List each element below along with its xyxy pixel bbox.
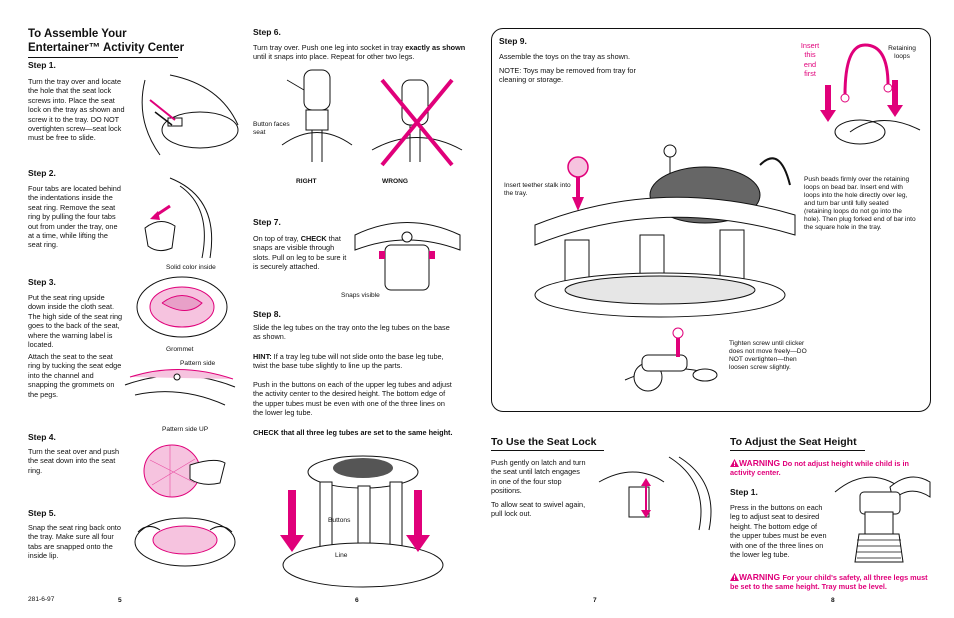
p6-step6-text-pre: Turn tray over. Push one leg into socket… [253, 43, 406, 52]
bead-bar-illustration [820, 43, 921, 145]
seat-lock-text1: Push gently on latch and turn the seat u… [491, 458, 586, 496]
page-number-8: 8 [831, 597, 835, 604]
seat-lock-title: To Use the Seat Lock [491, 436, 597, 448]
page-number-6: 6 [355, 597, 359, 604]
p5-step4-text: Turn the seat over and push the seat dow… [28, 447, 119, 475]
warning-triangle-icon [730, 459, 739, 467]
warning2-label: WARNING [730, 572, 782, 582]
p8-step1-text: Press in the buttons on each leg to adju… [730, 503, 827, 560]
height-adjust-illustration [280, 455, 444, 588]
grommet-caption: Grommet [166, 346, 194, 353]
p8-step1-label: Step 1. [730, 487, 758, 497]
p5-step2-label: Step 2. [28, 168, 56, 178]
warning2-word: WARNING [739, 572, 781, 582]
warning2-text: For your child's safety, all three legs … [730, 573, 928, 592]
seat-lock-title-rule [491, 450, 604, 451]
p6-step6-text-post: until it snaps into place. Repeat for ot… [253, 52, 415, 62]
seat-lock-use-illustration [598, 456, 712, 531]
p5-step5-text: Snap the seat ring back onto the tray. M… [28, 523, 121, 561]
warning-triangle-icon [730, 573, 739, 581]
teether-caption: Insert teether stalk into the tray. [504, 182, 571, 197]
beads-caption: Push beads firmly over the retaining loo… [804, 176, 916, 231]
page5-title: To Assemble Your Entertainer™ Activity C… [28, 27, 238, 55]
snap-ring-illustration [134, 517, 236, 567]
seat-pattern-illustration [143, 444, 226, 498]
page-number-7: 7 [593, 597, 597, 604]
warning2-block: WARNING For your child's safety, all thr… [730, 572, 930, 592]
insert-first-line3: end [803, 59, 817, 69]
p7-step9-label: Step 9. [499, 36, 527, 46]
right-label: RIGHT [296, 178, 317, 185]
p5-step3-text1: Put the seat ring upside down inside the… [28, 293, 123, 350]
warning1-word: WARNING [739, 458, 781, 468]
tighten-screw-illustration [624, 327, 718, 392]
p6-step7-text-bold: CHECK [300, 234, 327, 243]
page5-title-line2: Entertainer™ Activity Center [28, 42, 185, 54]
seat-height-title: To Adjust the Seat Height [730, 436, 857, 448]
p6-step7-text: On top of tray, CHECK that snaps are vis… [253, 234, 353, 272]
insert-first-line1: Insert [800, 41, 820, 50]
retaining-loops-caption: Retaining loops [888, 45, 916, 60]
p6-step8-text1: Slide the leg tubes on the tray onto the… [253, 323, 450, 342]
seat-ring-in-cloth-illustration [136, 276, 228, 338]
warning1-block: WARNING Do not adjust height while child… [730, 458, 930, 478]
tighten-screw-caption: Tighten screw until clicker does not mov… [729, 340, 807, 371]
p5-step1-text: Turn the tray over and locate the hole t… [28, 77, 125, 143]
seat-height-title-rule [730, 450, 865, 451]
warning1-text: Do not adjust height while child is in a… [730, 459, 909, 478]
doc-code: 281-6-97 [28, 596, 55, 603]
p5-step4-label: Step 4. [28, 432, 56, 442]
grommet-illustration [124, 368, 236, 406]
leg-right-illustration [281, 69, 353, 162]
p5-step5-label: Step 5. [28, 508, 56, 518]
insert-first-line4: first [804, 69, 816, 79]
leg-wrong-illustration [371, 78, 463, 167]
pattern-side-caption: Pattern side [180, 360, 216, 367]
p6-step8-hint: HINT: If a tray leg tube will not slide … [253, 352, 453, 371]
page5-title-rule [28, 57, 178, 58]
insert-first-line2: this [804, 50, 816, 60]
buttons-caption: Buttons [328, 517, 351, 524]
seat-lock-text2: To allow seat to swivel again, pull lock… [491, 500, 586, 519]
seat-ring-tab-illustration [144, 177, 213, 259]
p6-step8-text2: Push in the buttons on each of the upper… [253, 380, 452, 418]
p6-step7-text-post: that snaps are visible through slots. Pu… [253, 234, 347, 272]
seat-lock-illustration [141, 74, 239, 156]
p6-step7-label: Step 7. [253, 217, 281, 227]
step9-frame [491, 28, 931, 412]
p6-step8-label: Step 8. [253, 309, 281, 319]
teether-illustration [567, 156, 589, 211]
snaps-visible-illustration [354, 222, 461, 291]
page-number-5: 5 [118, 597, 122, 604]
p5-step1-label: Step 1. [28, 60, 56, 70]
adjust-leg-illustration [834, 476, 931, 563]
p6-step6-label: Step 6. [253, 27, 281, 37]
p7-step9-text: Assemble the toys on the tray as shown. [499, 52, 631, 61]
p6-step8-hint-label: HINT: [253, 352, 272, 361]
wrong-label: WRONG [382, 178, 409, 185]
p6-step8-check: CHECK that all three leg tubes are set t… [253, 428, 453, 437]
line-caption: Line [335, 552, 348, 559]
solid-color-caption: Solid color inside [166, 264, 216, 271]
warning1-label: WARNING [730, 458, 782, 468]
p7-step9-note: NOTE: Toys may be removed from tray for … [499, 66, 636, 85]
p5-step3-text2: Attach the seat to the seat ring by tuck… [28, 352, 122, 399]
button-faces-seat-caption: Button faces seat [253, 121, 290, 136]
p6-step6-text: Turn tray over. Push one leg into socket… [253, 43, 468, 62]
insert-first-caption: Insert this end first [795, 41, 825, 79]
p5-step2-text: Four tabs are located behind the indenta… [28, 184, 121, 250]
page5-title-line1: To Assemble Your [28, 28, 127, 40]
p6-step8-hint-text: If a tray leg tube will not slide onto t… [253, 352, 444, 371]
activity-center-illustration [534, 144, 796, 318]
pattern-up-caption: Pattern side UP [162, 426, 209, 433]
p6-step7-text-pre: On top of tray, [253, 234, 301, 243]
p6-step6-text-bold: exactly as shown [405, 43, 466, 52]
p5-step3-label: Step 3. [28, 277, 56, 287]
snaps-visible-caption: Snaps visible [341, 292, 380, 299]
